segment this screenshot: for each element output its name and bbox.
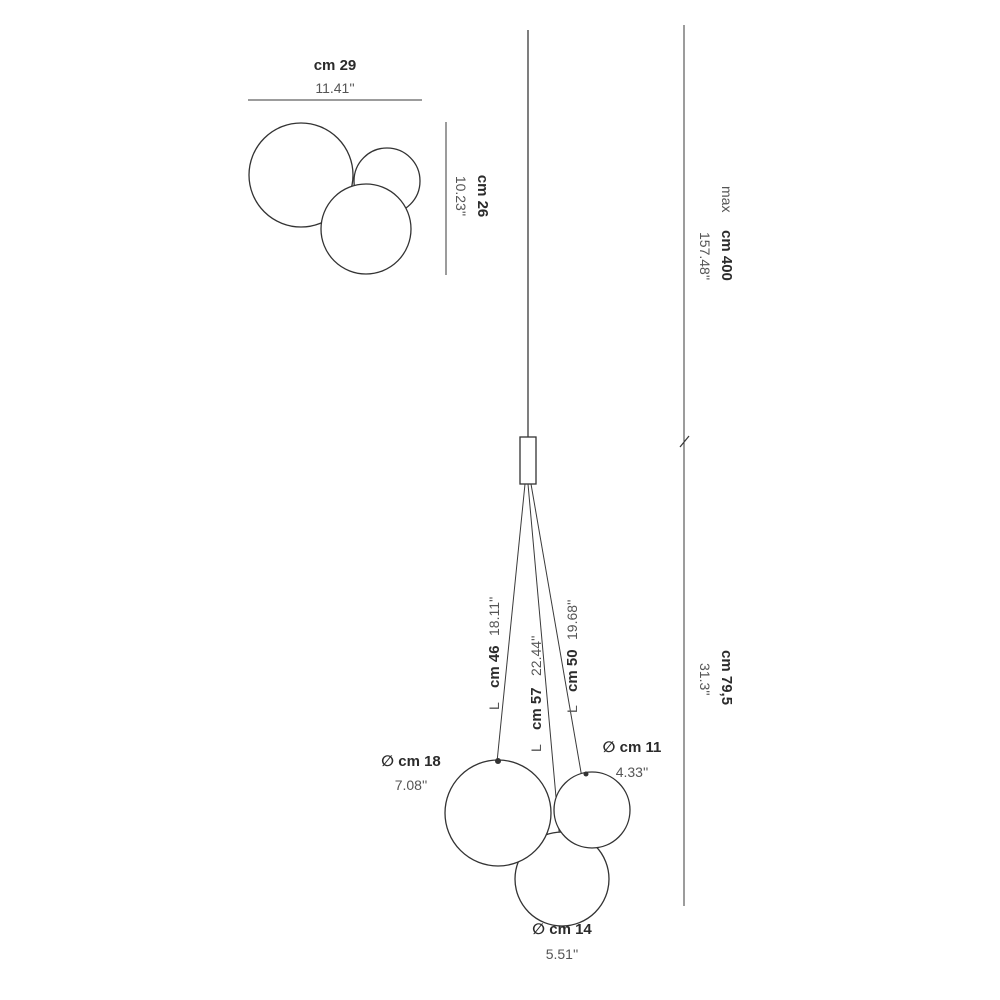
large-sphere — [444, 759, 552, 867]
cable-1-cm: cm 46 — [486, 645, 503, 688]
height-body-cm: cm 79,5 — [718, 650, 735, 705]
cable-middle — [527, 483, 561, 843]
top-width-cm: cm 29 — [314, 57, 357, 74]
large-sphere-cm: ∅ cm 18 — [381, 753, 441, 770]
cable-2-marker: L — [528, 744, 544, 752]
small-sphere-cap — [583, 771, 589, 777]
cable-2-cm: cm 57 — [528, 687, 545, 730]
cable-right — [530, 483, 583, 779]
cable-labels: L cm 46 18.11'' L cm 57 22.44'' L cm 50 … — [486, 597, 581, 752]
top-view-medium-sphere — [320, 183, 412, 275]
medium-sphere-in: 5.51'' — [546, 946, 579, 962]
top-depth-in: 10.23'' — [453, 176, 469, 216]
height-max-cm: cm 400 — [718, 230, 735, 281]
top-view: cm 29 11.41'' cm 26 10.23'' — [248, 57, 491, 275]
top-width-in: 11.41'' — [315, 80, 354, 96]
cable-3-cm: cm 50 — [564, 649, 581, 692]
height-break-mark — [679, 435, 690, 448]
sphere-labels: ∅ cm 18 7.08'' ∅ cm 11 4.33'' ∅ cm 14 5.… — [381, 739, 661, 962]
cable-3-in: 19.68'' — [564, 600, 580, 640]
small-sphere — [553, 771, 631, 849]
ceiling-connector — [519, 436, 537, 485]
cable-left — [496, 483, 526, 763]
height-max-label: max — [719, 186, 735, 212]
large-sphere-cap — [495, 758, 501, 764]
cable-3-marker: L — [564, 705, 580, 713]
height-body-in: 31.3'' — [697, 663, 713, 696]
small-sphere-in: 4.33'' — [616, 764, 649, 780]
cable-2-in: 22.44'' — [528, 636, 544, 676]
side-view — [444, 30, 631, 927]
large-sphere-in: 7.08'' — [395, 777, 428, 793]
top-depth-cm: cm 26 — [474, 175, 491, 218]
height-dimension: max cm 400 157.48'' cm 79,5 31.3'' — [679, 25, 735, 906]
cable-1-in: 18.11'' — [486, 597, 502, 636]
medium-sphere-cm: ∅ cm 14 — [532, 921, 592, 938]
cable-1-marker: L — [486, 702, 502, 710]
small-sphere-cm: ∅ cm 11 — [603, 739, 662, 756]
top-view-large-sphere — [248, 122, 354, 228]
height-max-in: 157.48'' — [697, 232, 713, 280]
